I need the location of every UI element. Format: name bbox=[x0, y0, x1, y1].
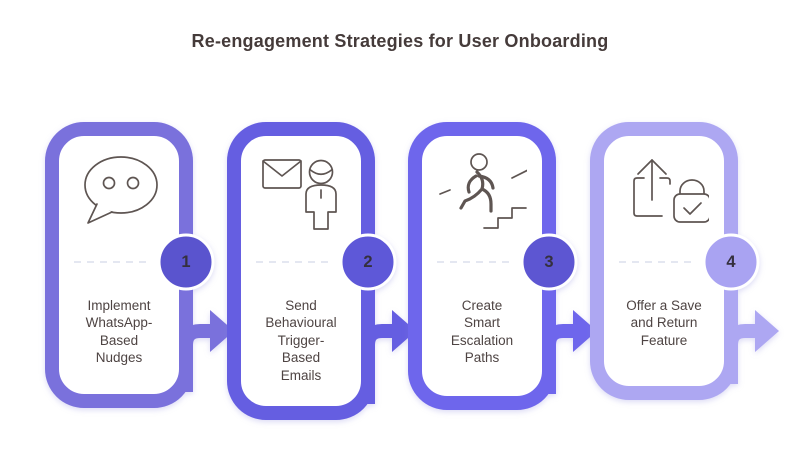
step-number: 2 bbox=[363, 253, 373, 271]
step-number: 1 bbox=[181, 253, 191, 271]
connector-arrow-line bbox=[179, 324, 212, 392]
step-number: 4 bbox=[726, 253, 736, 271]
stairs-climb-icon bbox=[439, 153, 527, 229]
connector-arrow-line bbox=[542, 324, 575, 394]
step-label: Offer a Save and Return Feature bbox=[626, 298, 702, 348]
step-number-badge bbox=[702, 233, 760, 291]
connector-arrowhead-icon bbox=[755, 310, 779, 352]
step-number: 3 bbox=[544, 253, 554, 271]
step-label: Implement WhatsApp- Based Nudges bbox=[85, 298, 153, 366]
page-title: Re-engagement Strategies for User Onboar… bbox=[191, 31, 609, 51]
connector-arrowhead-icon bbox=[573, 310, 597, 352]
step-number-badge bbox=[520, 233, 578, 291]
step-card-shape bbox=[408, 122, 597, 410]
step-label: Create Smart Escalation Paths bbox=[450, 298, 514, 366]
step-card-shape bbox=[45, 122, 234, 408]
email-user-icon bbox=[262, 159, 337, 230]
step-card-shape bbox=[227, 122, 416, 420]
save-return-icon bbox=[633, 159, 709, 223]
connector-arrowhead-icon bbox=[210, 310, 234, 352]
chat-bubble-icon bbox=[84, 156, 158, 224]
connector-arrow-line bbox=[724, 324, 757, 384]
connector-arrowhead-icon bbox=[392, 310, 416, 352]
step-number-badge bbox=[339, 233, 397, 291]
connector-arrow-line bbox=[361, 324, 394, 404]
step-number-badge bbox=[157, 233, 215, 291]
step-label: Send Behavioural Trigger- Based Emails bbox=[265, 298, 337, 383]
